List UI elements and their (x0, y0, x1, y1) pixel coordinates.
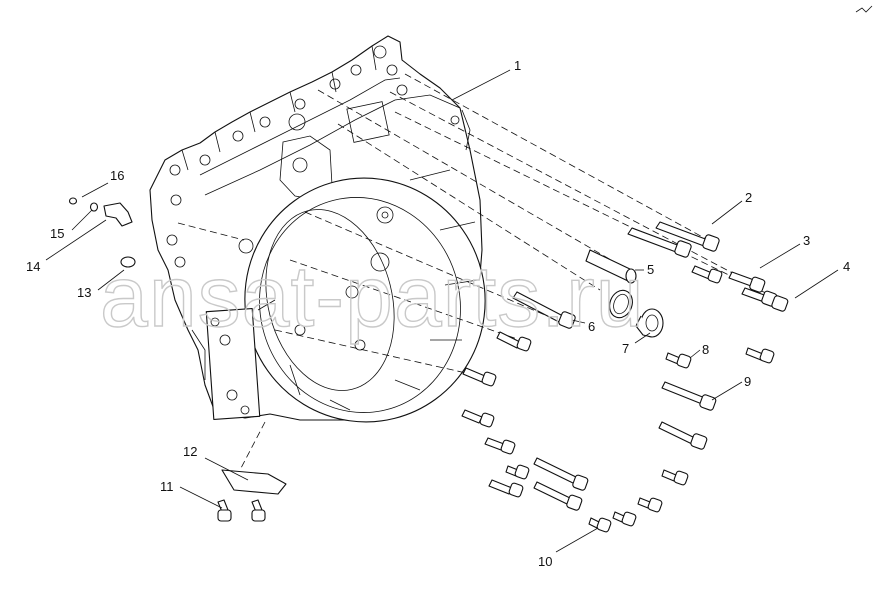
corner-mark-icon (855, 5, 873, 13)
callout-3: 3 (803, 233, 810, 248)
plug-13 (120, 256, 136, 268)
bolt-2 (627, 221, 720, 258)
callout-4: 4 (843, 259, 850, 274)
callout-1: 1 (514, 58, 521, 73)
callout-labels: 1 2 3 4 5 6 7 8 9 10 11 12 13 14 15 16 (26, 58, 850, 569)
watermark: ansat-parts.ru (100, 249, 645, 345)
flywheel-housing (149, 35, 486, 423)
callout-14: 14 (26, 259, 40, 274)
callout-7: 7 (622, 341, 629, 356)
callout-8: 8 (702, 342, 709, 357)
callout-12: 12 (183, 444, 197, 459)
bolt-set (68, 197, 789, 533)
bolt-8 (665, 347, 775, 369)
screw-16 (68, 197, 78, 205)
bolt-11 (217, 499, 266, 522)
bolt-4 (771, 295, 789, 312)
plug-7 (635, 308, 664, 338)
callout-6: 6 (588, 319, 595, 334)
fitting-14 (103, 202, 133, 227)
callout-16: 16 (110, 168, 124, 183)
callout-2: 2 (745, 190, 752, 205)
callout-15: 15 (50, 226, 64, 241)
washer-15 (89, 202, 99, 212)
bolt-3 (691, 265, 778, 307)
callout-5: 5 (647, 262, 654, 277)
sleeve-5 (585, 249, 637, 284)
bolt-6 (512, 289, 633, 329)
leader-lines (45, 69, 839, 553)
callout-9: 9 (744, 374, 751, 389)
callout-10: 10 (538, 554, 552, 569)
callout-11: 11 (160, 479, 174, 494)
gasket-plate-12 (221, 469, 287, 495)
bolt-group-10 (461, 331, 689, 533)
callout-13: 13 (77, 285, 91, 300)
bolt-9 (658, 381, 717, 450)
